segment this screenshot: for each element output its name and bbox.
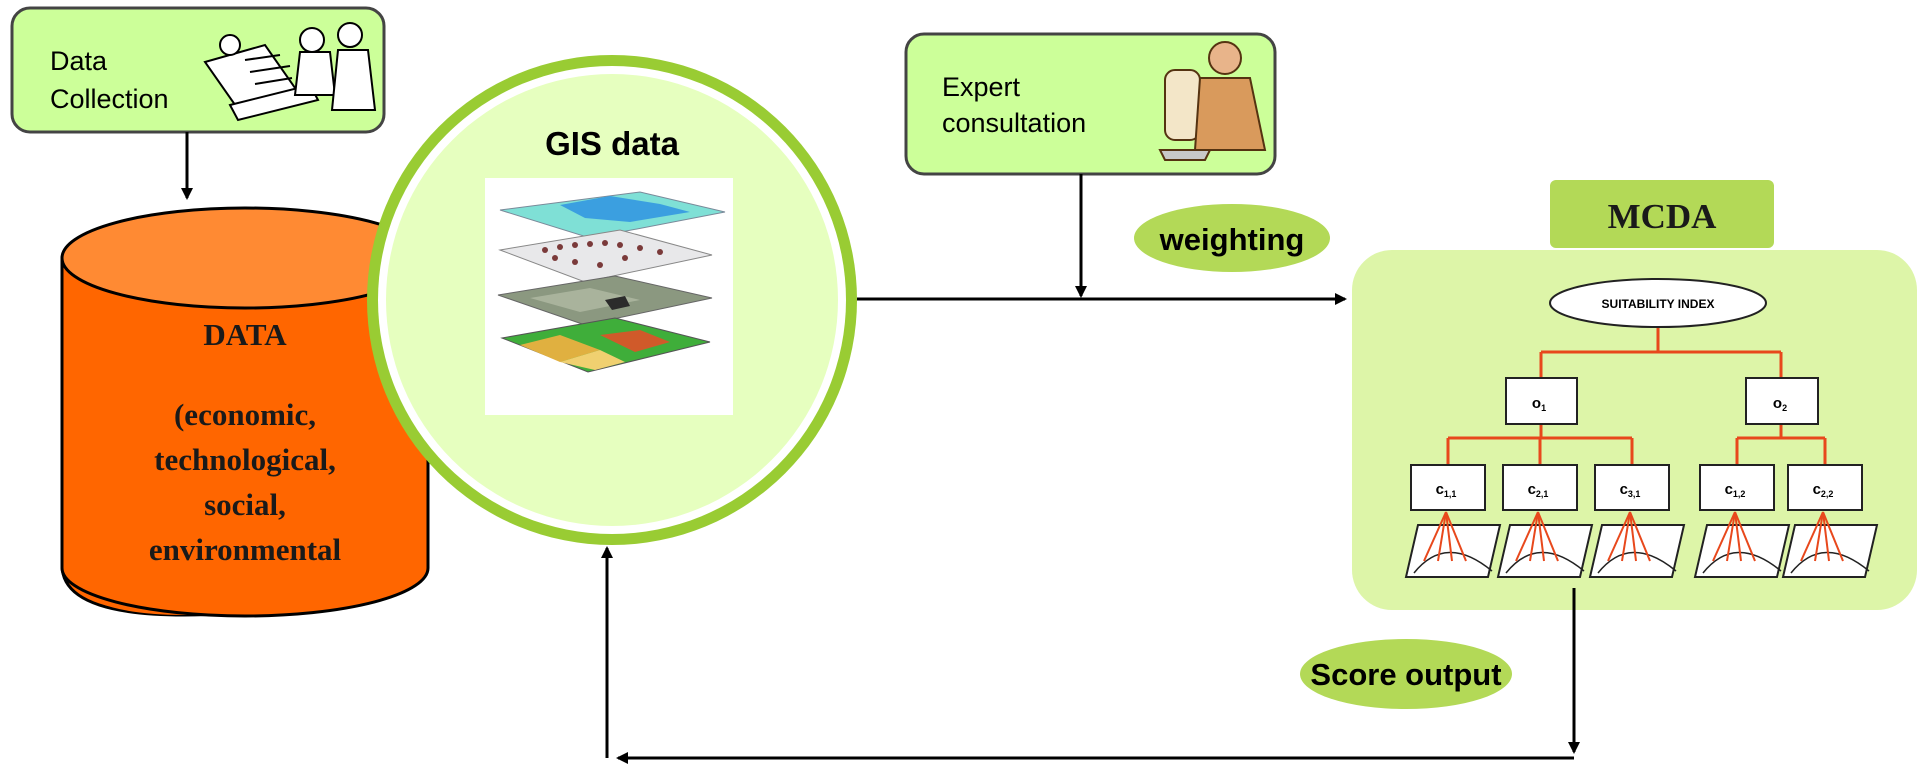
svg-text:c3,1: c3,1 [1620,481,1641,499]
criterion-map-4 [1693,511,1791,578]
data-line-1: (economic, [174,397,316,432]
mcda-tree-connectors [1446,325,1827,465]
svg-text:c2,1: c2,1 [1528,481,1549,499]
suitability-index-label: SUITABILITY INDEX [1602,297,1715,311]
expert-person-icon [1158,41,1267,161]
criterion-map-5 [1781,511,1879,578]
data-line-4: environmental [149,532,342,567]
office-workers-icon [203,22,377,122]
data-line-3: social, [204,487,286,522]
mcda-panel [1352,250,1917,610]
data-collection-label-line1: Data [50,46,108,76]
svg-text:c1,2: c1,2 [1725,481,1746,499]
mcda-title-box: MCDA [1550,180,1774,248]
score-output-oval: Score output [1300,639,1512,709]
criterion-map-3 [1588,511,1686,578]
weighting-label: weighting [1159,222,1305,257]
expert-label-line1: Expert [942,72,1021,102]
gis-data-title: GIS data [545,125,680,162]
criterion-node-5: c2,2 [1787,464,1863,511]
criterion-node-1: c1,1 [1410,464,1486,511]
svg-text:o1: o1 [1532,395,1546,413]
data-cylinder-shape [60,206,430,618]
criteria-map-layers [1404,511,1879,578]
gis-layers-image [485,178,733,415]
criterion-map-1 [1404,511,1502,578]
suitability-index-node: SUITABILITY INDEX [1549,278,1767,328]
score-output-label: Score output [1310,657,1501,692]
criterion-map-2 [1496,511,1594,578]
expert-label-line2: consultation [942,108,1086,138]
data-collection-box: Data Collection [10,6,386,134]
data-collection-label-line2: Collection [50,84,169,114]
svg-text:o2: o2 [1773,395,1787,413]
expert-consultation-box: Expert consultation [904,32,1277,176]
mcda-title: MCDA [1608,197,1718,236]
data-line-2: technological, [154,442,336,477]
objective-node-1: o1 [1505,377,1578,425]
svg-text:c1,1: c1,1 [1436,481,1457,499]
data-title: DATA [203,317,287,352]
svg-text:c2,2: c2,2 [1813,481,1834,499]
weighting-oval: weighting [1134,204,1330,272]
criterion-node-3: c3,1 [1594,464,1670,511]
objective-node-2: o2 [1745,377,1819,425]
criterion-node-2: c2,1 [1502,464,1578,511]
criterion-node-4: c1,2 [1699,464,1775,511]
